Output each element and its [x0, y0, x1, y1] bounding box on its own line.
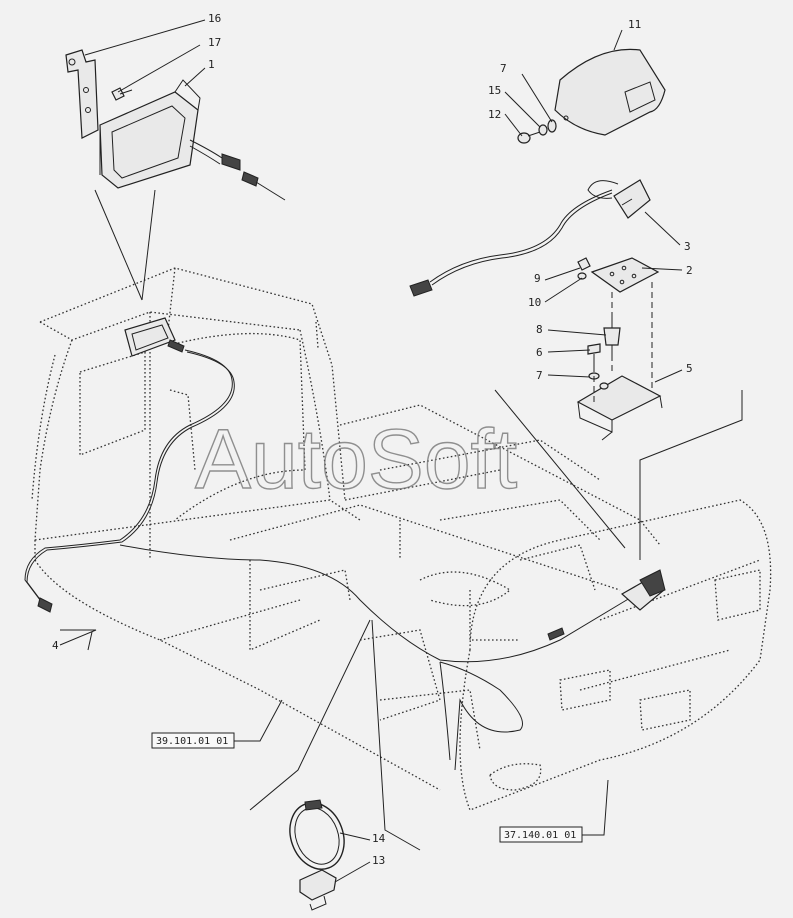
callout-8: 8 [536, 323, 543, 336]
bracket-5 [576, 375, 663, 441]
callout-11: 11 [628, 18, 641, 31]
callout-9: 9 [534, 272, 541, 285]
bolt-12 [517, 131, 541, 144]
bolt-6 [587, 343, 601, 366]
ring-14 [289, 799, 345, 870]
plate-2 [590, 257, 660, 293]
callout-17: 17 [208, 36, 221, 49]
reference-box-37: 37.140.01 01 [499, 826, 583, 843]
reference-code-39: 39.101.01 01 [156, 736, 228, 747]
callout-2: 2 [686, 264, 693, 277]
cover-11 [554, 48, 666, 136]
display-unit-installed [124, 317, 185, 357]
callout-5: 5 [686, 362, 693, 375]
leader-lines [59, 19, 743, 883]
machine-outline [31, 267, 772, 811]
callout-6: 6 [536, 346, 543, 359]
washer-10 [577, 272, 587, 280]
washer-7a [547, 119, 557, 133]
reference-box-39: 39.101.01 01 [151, 732, 235, 749]
callout-7-mid: 7 [536, 369, 543, 382]
autosoft-watermark: AutoSoft [195, 412, 517, 506]
callout-3: 3 [684, 240, 691, 253]
callout-labels: 16 17 1 11 7 15 12 3 2 9 10 8 6 7 5 4 14… [52, 12, 693, 867]
sensor-3 [409, 179, 651, 297]
callout-4: 4 [52, 639, 59, 652]
lamp-13 [299, 869, 337, 911]
alarm-unit-installed [620, 569, 666, 611]
callout-13: 13 [372, 854, 385, 867]
wiring-harness [24, 349, 631, 771]
callout-10: 10 [528, 296, 541, 309]
callout-1: 1 [208, 58, 215, 71]
callout-7-top: 7 [500, 62, 507, 75]
callout-14: 14 [372, 832, 386, 845]
nut-9 [577, 257, 591, 271]
mount-8 [603, 318, 621, 355]
callout-15: 15 [488, 84, 501, 97]
screw-17 [111, 87, 133, 101]
callout-12: 12 [488, 108, 501, 121]
washer-15 [538, 124, 548, 136]
reference-code-37: 37.140.01 01 [504, 830, 576, 841]
callout-16: 16 [208, 12, 221, 25]
bracket-16 [65, 49, 99, 139]
display-1 [99, 79, 286, 201]
